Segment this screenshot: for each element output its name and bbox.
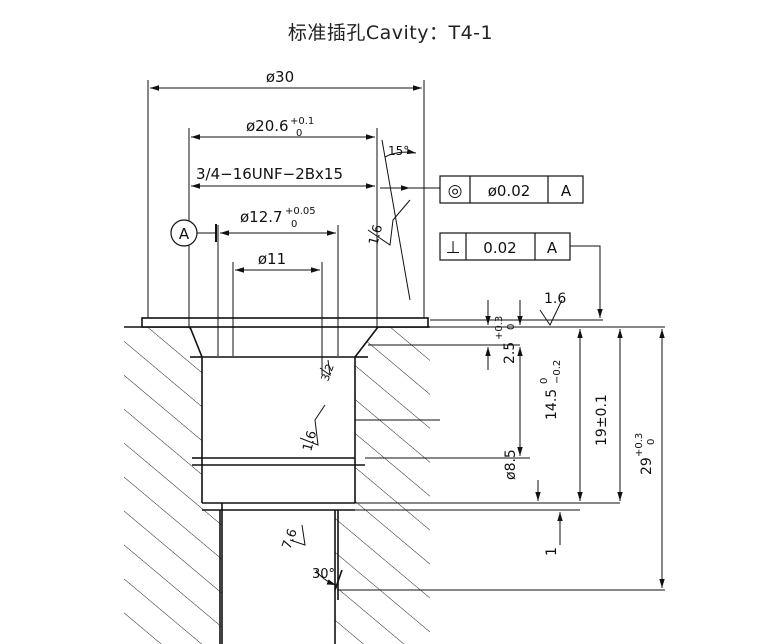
dim-15deg: 15°: [388, 144, 409, 158]
drawing-title: 标准插孔Cavity：T4-1: [287, 22, 494, 44]
dim-thread: 3/4−16UNF−2Bx15: [196, 165, 343, 183]
svg-text:+0.05: +0.05: [285, 206, 316, 217]
dim-d30: ø30: [266, 68, 294, 86]
fcf-perpendicularity: ⊥ 0.02 A: [439, 232, 603, 318]
dim-v145: 14.5: [544, 389, 560, 420]
svg-text:0: 0: [506, 324, 517, 330]
dim-v25: 2.5: [502, 342, 518, 364]
dim-v19: 19±0.1: [594, 394, 610, 446]
svg-text:1.6: 1.6: [544, 291, 566, 307]
roughness-symbols: [289, 199, 563, 546]
svg-text:+0.3: +0.3: [494, 316, 505, 340]
svg-text:+0.3: +0.3: [634, 433, 645, 457]
svg-text:0: 0: [539, 378, 550, 384]
datum-a-symbol: A: [170, 219, 217, 247]
svg-text:0: 0: [296, 128, 302, 139]
svg-text:A: A: [561, 182, 572, 200]
svg-text:1.6: 1.6: [300, 429, 320, 453]
svg-text:7.6: 7.6: [280, 527, 301, 552]
svg-text:−0.2: −0.2: [552, 360, 563, 384]
svg-text:A: A: [179, 225, 190, 243]
dimension-lines: [150, 85, 665, 588]
dim-d11: ø11: [258, 250, 286, 268]
dim-v29: 29: [639, 457, 655, 475]
svg-text:0: 0: [646, 439, 657, 445]
concentricity-icon: ◎: [448, 181, 463, 201]
svg-text:0: 0: [291, 219, 297, 230]
svg-text:1.6: 1.6: [366, 223, 386, 247]
dim-d206: ø20.6: [246, 117, 289, 135]
dim-d85: ø8.5: [503, 449, 519, 480]
svg-text:0.02: 0.02: [483, 239, 516, 257]
cavity-outline: [124, 317, 430, 644]
dim-d127: ø12.7: [240, 208, 283, 226]
dim-30deg: 30°: [312, 567, 335, 582]
hatched-body: [124, 327, 430, 644]
svg-text:A: A: [547, 239, 558, 257]
fcf-concentricity: ◎ ø0.02 A: [430, 175, 584, 204]
perpendicularity-icon: ⊥: [446, 238, 461, 258]
dimension-texts: ø30 ø20.6 +0.1 0 3/4−16UNF−2Bx15 15° ø12…: [196, 68, 657, 582]
svg-text:ø0.02: ø0.02: [488, 182, 531, 200]
roughness-texts: 1.6 1.6 3.2 1.6 7.6: [280, 223, 567, 551]
svg-text:+0.1: +0.1: [290, 116, 314, 127]
dim-v1: 1: [544, 547, 560, 556]
svg-text:3.2: 3.2: [319, 362, 337, 383]
